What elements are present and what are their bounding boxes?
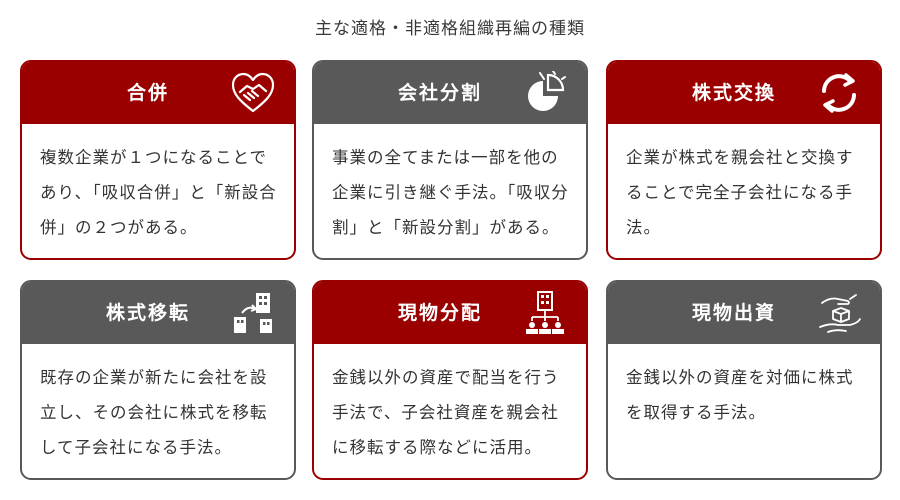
page-title: 主な適格・非適格組織再編の種類: [315, 19, 585, 39]
card-title: 株式移転: [105, 302, 190, 324]
card-company-split: 会社分割 事業の全てまたは一部を他の企業に引き継ぐ手法。「吸収分割」と「新設分割…: [312, 60, 588, 260]
card-in-kind-distribution: 現物分配 金銭以外の資産で配当を行う手法で、子会社資産を親会社に移転する際などに…: [312, 280, 588, 480]
card-title: 現物分配: [397, 302, 482, 324]
card-header: 株式交換: [608, 62, 880, 124]
card-description: 金銭以外の資産で配当を行う手法で、子会社資産を親会社に移転する際などに活用。: [332, 368, 560, 457]
card-title: 株式交換: [691, 82, 776, 104]
building-distribution-icon: [522, 291, 568, 335]
handshake-heart-icon: [230, 71, 276, 115]
card-title: 会社分割: [397, 82, 482, 104]
card-description: 金銭以外の資産を対価に株式を取得する手法。: [626, 368, 854, 422]
card-header: 現物分配: [314, 282, 586, 344]
card-description: 複数企業が１つになることであり､「吸収合併」と「新設合併」の２つがある。: [40, 148, 277, 237]
card-title: 現物出資: [691, 302, 776, 324]
card-description: 事業の全てまたは一部を他の企業に引き継ぐ手法。「吸収分割」と「新設分割」がある。: [332, 148, 569, 237]
exchange-arrows-icon: [816, 71, 862, 115]
card-merger: 合併 複数企業が１つになることであり､「吸収合併」と「新設合併」の２つがある。: [20, 60, 296, 260]
card-share-exchange: 株式交換 企業が株式を親会社と交換することで完全子会社になる手法。: [606, 60, 882, 260]
buildings-transfer-icon: [230, 291, 276, 335]
card-description: 企業が株式を親会社と交換することで完全子会社になる手法。: [626, 148, 854, 237]
card-header: 現物出資: [608, 282, 880, 344]
card-header: 合併: [22, 62, 294, 124]
card-description: 既存の企業が新たに会社を設立し、その会社に株式を移転して子会社になる手法。: [40, 368, 268, 457]
card-title: 合併: [126, 82, 169, 104]
card-header: 会社分割: [314, 62, 586, 124]
pie-split-icon: [522, 71, 568, 115]
card-share-transfer: 株式移転 既存の企業が新たに会社を設立し、その会社に株式を移転して子会社になる手…: [20, 280, 296, 480]
card-in-kind-contribution: 現物出資 金銭以外の資産を対価に株式を取得する手法。: [606, 280, 882, 480]
hand-box-icon: [816, 291, 862, 335]
card-header: 株式移転: [22, 282, 294, 344]
